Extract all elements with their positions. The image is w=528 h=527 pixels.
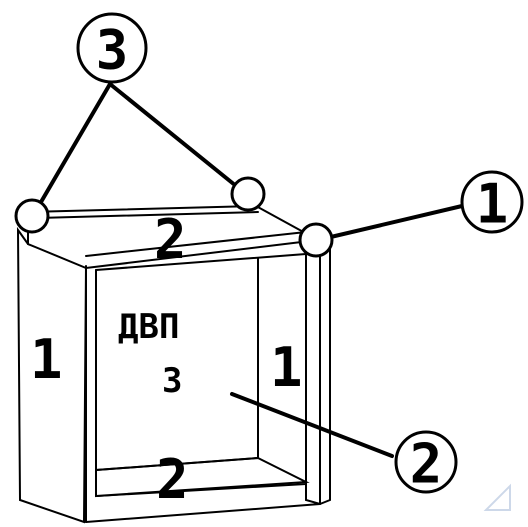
- bottom-shelf-label: 2: [156, 448, 189, 511]
- back-number-label: 3: [162, 361, 182, 401]
- joint-marker-right: [298, 222, 334, 258]
- top-shelf-inner-edge: [85, 231, 307, 257]
- top-shelf-label: 2: [154, 208, 187, 271]
- leader-line-3: [32, 82, 248, 216]
- back-material-label: ДВП: [118, 307, 179, 347]
- callout-circle-1: [460, 170, 524, 234]
- back-panel-top: [95, 253, 307, 271]
- watermark-mark: [483, 483, 511, 511]
- bottom-shelf-edge: [95, 457, 259, 471]
- right-side-panel: [305, 234, 331, 506]
- leader-line-2: [230, 392, 394, 458]
- callout-label-1: 1: [476, 173, 509, 236]
- top-shelf: [27, 204, 322, 270]
- front-bottom-edge: [85, 503, 321, 523]
- callout-label-3: 3: [96, 19, 129, 82]
- callout-circle-2: [394, 430, 458, 494]
- callout-label-2: 2: [410, 433, 443, 496]
- callout-circle-3: [76, 12, 148, 84]
- left-side-label: 1: [30, 328, 63, 391]
- right-side-label: 1: [270, 336, 303, 399]
- joint-marker-left: [14, 198, 50, 234]
- top-shelf-edge: [37, 211, 259, 219]
- joint-marker-top: [230, 176, 266, 212]
- leader-line-1: [316, 204, 464, 242]
